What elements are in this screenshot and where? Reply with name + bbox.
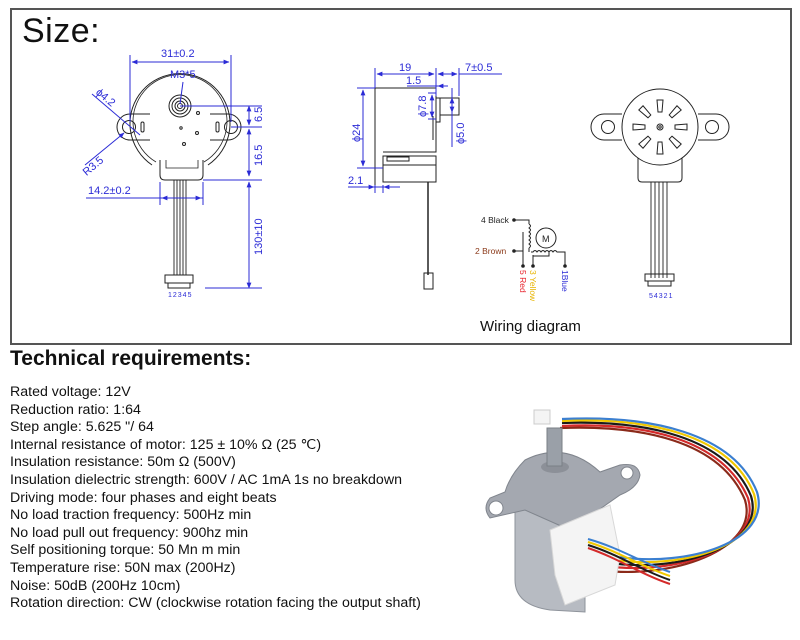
spec-list: Rated voltage: 12V Reduction ratio: 1:64… — [10, 384, 421, 613]
side-view-dimensions — [348, 68, 502, 193]
wiring-schematic — [514, 219, 566, 266]
motor-symbol-label: M — [542, 234, 550, 244]
side-view-drawing — [374, 87, 460, 290]
wire-label-red: 5 Red — [518, 270, 528, 293]
dim-boss-diameter: ϕ7.8 — [417, 96, 429, 117]
rotor-slot — [668, 135, 682, 149]
spec-noise: Noise: 50dB (200Hz 10cm) — [10, 577, 181, 594]
spec-pull-out-frequency: No load pull out frequency: 900hz min — [10, 524, 249, 541]
spec-rated-voltage: Rated voltage: 12V — [10, 384, 131, 400]
cable-loop — [559, 417, 760, 574]
rotor-slot — [656, 99, 664, 113]
dim-connector-width: 14.2±0.2 — [88, 185, 131, 197]
dim-screw: M3*5 — [170, 69, 196, 81]
dim-offset-bottom: 16.5 — [253, 145, 265, 166]
technical-requirements-title: Technical requirements: — [10, 347, 252, 370]
rotor-slot — [674, 123, 688, 131]
dim-flange: 1.5 — [406, 75, 421, 87]
spec-driving-mode: Driving mode: four phases and eight beat… — [10, 489, 277, 506]
rotor-slot — [638, 135, 652, 149]
rotor-slot — [632, 123, 646, 131]
wire-label-brown: 2 Brown — [475, 246, 506, 256]
dim-body-diameter: ϕ24 — [351, 124, 363, 142]
spec-traction-frequency: No load traction frequency: 500Hz min — [10, 507, 252, 524]
dim-lip: 2.1 — [348, 175, 363, 187]
mounting-flange — [485, 451, 641, 531]
wire-label-yellow: 3 Yellow — [528, 270, 538, 302]
size-title: Size: — [22, 12, 101, 50]
rotor-slot — [638, 105, 652, 119]
spec-insulation-resistance: Insulation resistance: 50m Ω (500V) — [10, 454, 236, 471]
spec-positioning-torque: Self positioning torque: 50 Mn m min — [10, 542, 241, 559]
mounting-hole-left — [488, 500, 504, 516]
output-shaft — [546, 427, 563, 467]
dim-radius: R3.5 — [81, 154, 107, 178]
wiring-terminals — [512, 218, 567, 268]
rotor-slot — [668, 105, 682, 119]
dim-cable-length: 130±10 — [253, 218, 265, 255]
stepper-motor-photo — [485, 409, 760, 613]
spec-rotation-direction: Rotation direction: CW (clockwise rotati… — [10, 595, 421, 612]
dim-body-depth: 19 — [399, 62, 411, 74]
rotor-slot — [656, 141, 664, 155]
housing-wires — [587, 538, 671, 585]
mounting-hole-right — [620, 466, 634, 480]
wire-label-black: 4 Black — [481, 215, 510, 225]
connector-plug — [533, 409, 551, 425]
spec-dielectric-strength: Insulation dielectric strength: 600V / A… — [10, 471, 402, 488]
dim-offset-top: 6.5 — [253, 107, 265, 122]
wire-label-blue: 1Blue — [560, 270, 570, 292]
spec-reduction-ratio: Reduction ratio: 1:64 — [10, 401, 141, 418]
connector-housing — [549, 504, 621, 606]
dim-shaft-length: 7±0.5 — [465, 62, 492, 74]
spec-internal-resistance: Internal resistance of motor: 125 ± 10% … — [10, 436, 322, 453]
back-view-drawing — [590, 88, 730, 287]
wiring-diagram-caption: Wiring diagram — [480, 318, 581, 335]
spec-step-angle: Step angle: 5.625 "/ 64 — [10, 419, 154, 436]
dim-width: 31±0.2 — [161, 48, 195, 60]
front-pin-numbers: 12345 — [168, 292, 192, 299]
back-pin-numbers: 54321 — [649, 293, 673, 300]
technical-drawings: 31±0.2 M3*5 ϕ4.2 R3.5 6.5 16.5 14.2±0.2 … — [81, 48, 730, 302]
front-view-dimensions — [84, 55, 262, 289]
spec-temperature-rise: Temperature rise: 50N max (200Hz) — [10, 559, 236, 576]
dim-shaft-diameter: ϕ5.0 — [455, 123, 467, 144]
